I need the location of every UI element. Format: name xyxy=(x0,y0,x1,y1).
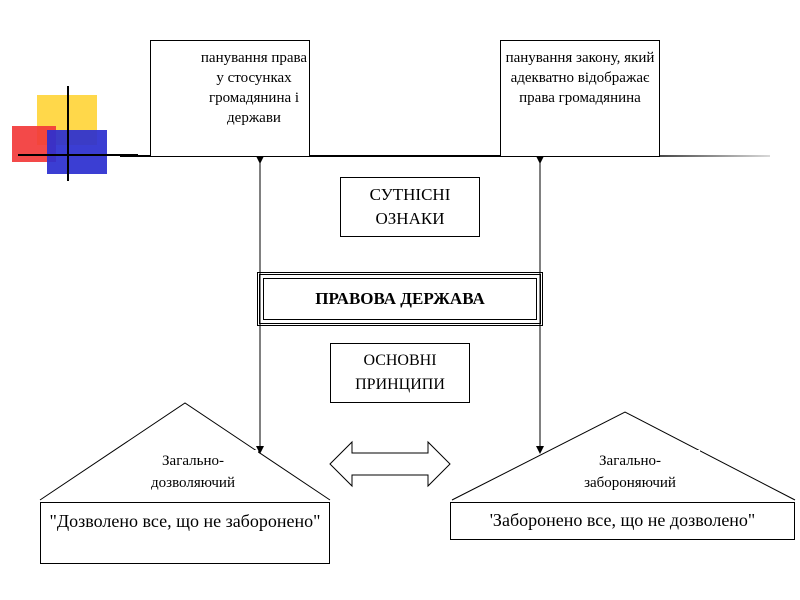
top-left-box-text: панування права у стосунках громадянина … xyxy=(200,50,308,126)
left-rule-box: "Дозволено все, що не заборонено" xyxy=(40,502,330,564)
logo-vertical-line xyxy=(67,86,69,181)
logo-blue-square xyxy=(47,130,107,174)
left-roof xyxy=(39,402,331,501)
right-roof xyxy=(451,411,796,501)
essence-label: СУТНІСНІ ОЗНАКИ xyxy=(340,177,480,237)
left-principle-label: Загально-дозволяючий xyxy=(128,450,258,494)
right-rule-box: 'Заборонено все, що не дозволено" xyxy=(450,502,795,540)
central-box-text: ПРАВОВА ДЕРЖАВА xyxy=(263,278,537,320)
double-arrow xyxy=(329,440,451,488)
principles-label: ОСНОВНІ ПРИНЦИПИ xyxy=(330,343,470,403)
top-left-box xyxy=(150,40,310,157)
top-right-box xyxy=(500,40,660,157)
logo-horizontal-line xyxy=(18,154,138,156)
top-horizontal-rule xyxy=(120,155,770,157)
central-box: ПРАВОВА ДЕРЖАВА xyxy=(257,272,543,326)
right-principle-label: Загально-забороняючий xyxy=(560,450,700,494)
decorative-logo xyxy=(0,80,140,190)
top-right-box-text: панування закону, який адекватно відобра… xyxy=(505,50,655,106)
